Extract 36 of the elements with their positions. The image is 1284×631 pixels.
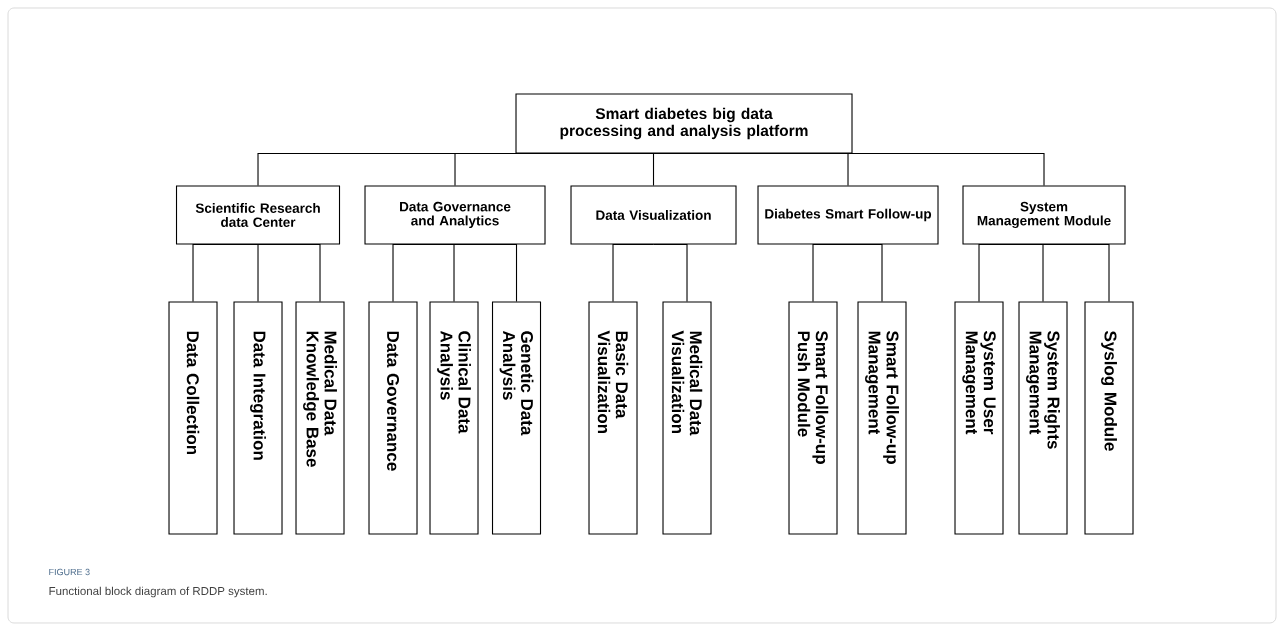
connector-line [652,244,688,302]
connector-line [453,244,456,302]
function-box: Syslog Module [1084,301,1134,535]
function-box: Medical Data Knowledge Base [295,301,345,535]
connector-line [683,153,1045,186]
function-box: Smart Follow-up Management [857,301,907,535]
root-box: Smart diabetes big data processing and analysis platform [515,93,853,154]
connector-line [1042,244,1045,302]
function-box: Data Collection [168,301,218,535]
module-box: Data Governance and Analytics [364,185,546,245]
figure-caption: Functional block diagram of RDDP system. [49,586,267,598]
connector-line [847,244,883,302]
module-box: System Management Module [962,185,1126,245]
connector-line [812,244,849,302]
connector-line [257,244,321,302]
figure-number: FIGURE 3 [49,568,90,576]
function-box: Data Governance [368,301,418,535]
module-box: Diabetes Smart Follow-up [757,185,939,245]
connector-line [454,244,518,302]
function-box: Genetic Data Analysis [491,301,542,535]
function-box: Smart Follow-up Push Module [788,301,838,535]
function-box: Medical Data Visualization [662,301,712,535]
function-box: Data Integration [233,301,283,535]
function-box: System User Management [954,301,1004,535]
connector-line [1043,244,1110,302]
connector-line [612,244,655,302]
connector-line [392,244,456,302]
function-box: Basic Data Visualization [588,301,638,535]
connector-line [652,153,685,186]
module-box: Data Visualization [570,185,737,245]
function-box: Clinical Data Analysis [429,301,479,535]
connector-line [192,244,259,302]
connector-line [257,244,259,302]
module-box: Scientific Research data Center [175,185,341,245]
connector-line [978,244,1045,302]
function-box: System Rights Management [1018,301,1068,535]
